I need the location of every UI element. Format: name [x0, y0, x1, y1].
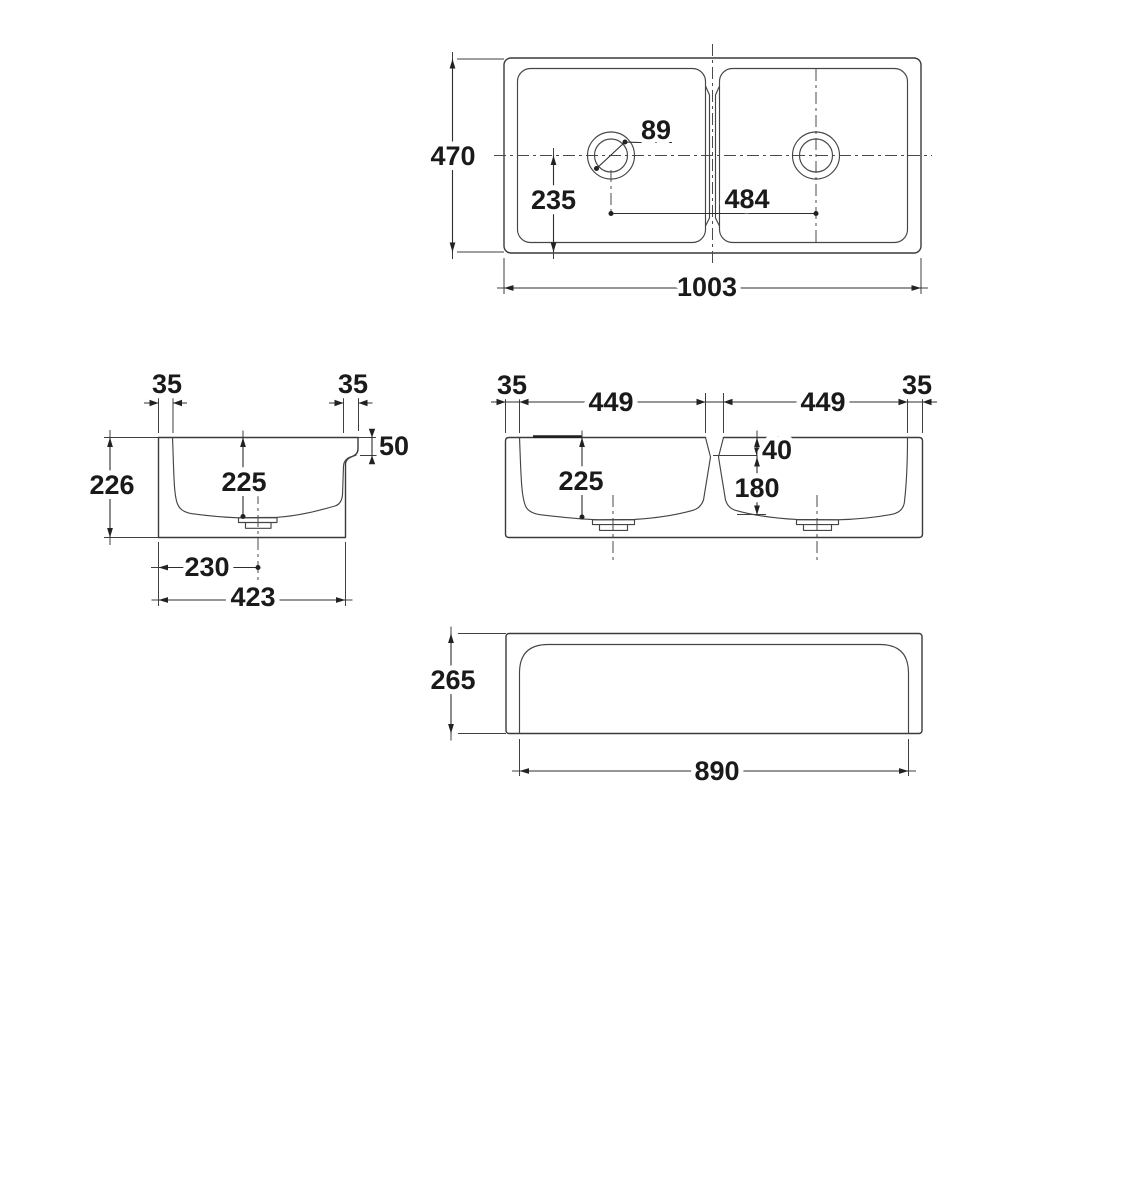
section-height-label: 226: [89, 470, 134, 500]
left-drain-outer: [586, 131, 636, 180]
section-width-label: 423: [230, 582, 275, 612]
long-left-drain-flange: [591, 519, 636, 531]
long-left-bowl-label: 449: [588, 387, 633, 417]
section-left-wall-label: 35: [152, 369, 182, 399]
front-view: 265 890: [425, 626, 923, 791]
dim-long-top-chain: 35 449 449 35: [491, 365, 937, 433]
dim-section-drain-offset: 230: [151, 547, 261, 587]
dim-front-height: 265: [425, 626, 506, 741]
divider-offset-label: 40: [762, 435, 792, 465]
dim-section-width: 423: [151, 542, 353, 617]
dim-section-height: 226: [84, 430, 159, 545]
long-left-wall-label: 35: [497, 370, 527, 400]
long-outer-profile: [504, 436, 924, 539]
plan-view: 89 470 1003 235 484: [425, 44, 932, 307]
dim-section-rim-step: 50: [358, 426, 414, 466]
long-left-bowl-profile: [518, 436, 712, 521]
drain-diameter-label: 89: [641, 115, 671, 145]
dim-divider-offset: 40 180: [713, 430, 797, 515]
divider-depth-label: 180: [734, 473, 779, 503]
section-rim-step-label: 50: [379, 431, 409, 461]
section-right-wall-label: 35: [338, 369, 368, 399]
section-drain-offset-label: 230: [184, 552, 229, 582]
dim-plan-height: 470: [425, 52, 504, 259]
long-bowl-depth-label: 225: [558, 466, 603, 496]
front-width-label: 890: [694, 756, 739, 786]
long-right-bowl-profile: [717, 436, 909, 521]
long-right-bowl-label: 449: [800, 387, 845, 417]
cross-section-view: 226 225 230 423 35: [84, 364, 414, 617]
drain-offset-label: 235: [531, 185, 576, 215]
dim-section-right-wall: 35: [329, 364, 373, 433]
section-drain-flange: [237, 517, 278, 529]
dim-front-width: 890: [512, 739, 916, 791]
front-height-label: 265: [430, 665, 475, 695]
dim-section-bowl-depth: 225: [216, 430, 272, 520]
dim-section-left-wall: 35: [144, 364, 187, 433]
long-right-wall-label: 35: [902, 370, 932, 400]
front-outline: [505, 632, 923, 735]
bowl-divider: [704, 85, 721, 227]
right-drain-outer: [791, 131, 841, 180]
long-right-drain-flange: [795, 519, 840, 531]
plan-height-label: 470: [430, 141, 475, 171]
dim-drain-offset: 235: [526, 148, 581, 259]
longitudinal-section-view: 35 449 449 35 225 40 180: [491, 365, 937, 560]
dim-long-bowl-depth: 225: [553, 430, 609, 520]
drain-spacing-label: 484: [724, 184, 769, 214]
dim-drain-diameter: 89: [593, 110, 676, 172]
section-bowl-depth-label: 225: [221, 467, 266, 497]
dim-drain-spacing: 484: [608, 179, 819, 219]
front-apron-outline: [518, 643, 910, 735]
plan-width-label: 1003: [677, 272, 737, 302]
dim-plan-width: 1003: [497, 258, 928, 307]
right-drain-inner: [798, 138, 834, 173]
